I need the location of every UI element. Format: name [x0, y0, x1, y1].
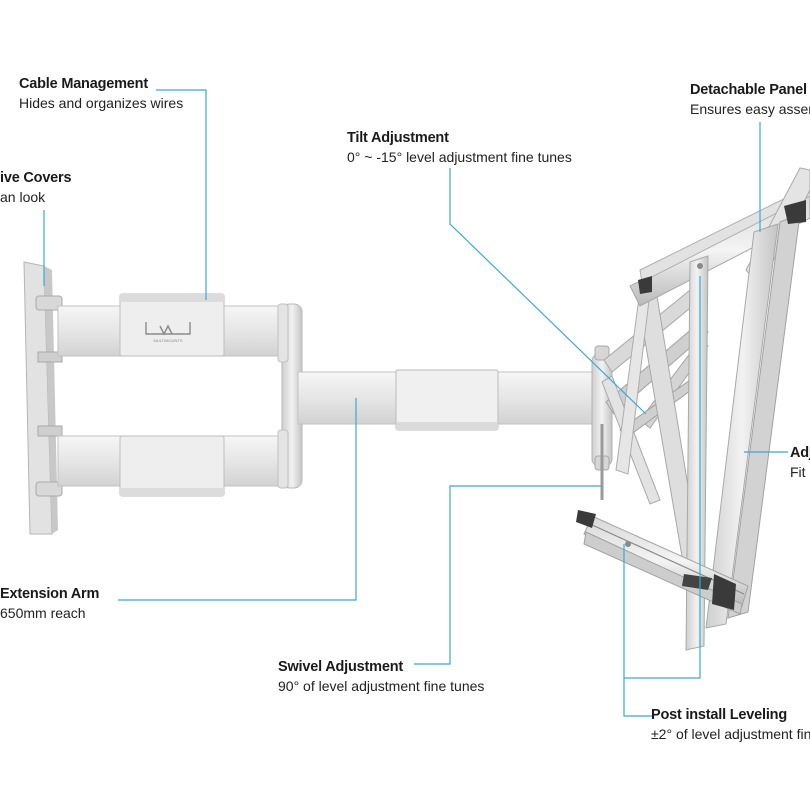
tilt-head	[601, 289, 709, 569]
leader-tilt-adjustment	[449, 168, 647, 415]
callout-desc: Fit	[790, 464, 806, 480]
callout-extension-arm: Extension Arm 650mm reach	[0, 585, 99, 623]
callout-title: Cable Management	[19, 76, 148, 92]
leader-post-install-leveling-2	[624, 276, 701, 679]
callout-post-install-leveling: Post install Leveling ±2° of level adjus…	[651, 706, 810, 744]
lower-arm	[57, 435, 291, 497]
callout-cable-management: Cable Management Hides and organizes wir…	[19, 75, 183, 113]
callout-title: Post install Leveling	[651, 707, 787, 723]
callout-desc: 650mm reach	[0, 605, 86, 621]
elbow-joint	[277, 303, 303, 489]
brand-logo: MULTIMOUNTS	[145, 322, 191, 343]
leader-swivel-adjustment	[414, 485, 602, 665]
leader-lines	[43, 89, 788, 717]
tv-bracket-frame	[576, 167, 810, 651]
logo-subtext: MULTIMOUNTS	[153, 338, 182, 343]
callout-decorative-covers: ive Covers an look	[0, 169, 72, 207]
callout-title: Tilt Adjustment	[347, 130, 449, 146]
callout-title: Adj	[790, 445, 810, 461]
callout-desc: Hides and organizes wires	[19, 95, 184, 111]
callout-detachable-panel: Detachable Panel Ensures easy assem	[690, 81, 810, 119]
callout-desc: an look	[0, 189, 46, 205]
extension-arm-body	[297, 345, 613, 500]
leader-post-install-leveling	[623, 544, 654, 717]
leader-cable-management	[156, 89, 207, 300]
callout-desc: 0° ~ -15° level adjustment fine tunes	[347, 149, 572, 165]
wall-plate	[23, 261, 63, 535]
callout-title: Swivel Adjustment	[278, 659, 403, 675]
callout-adjustable: Adj Fit	[790, 444, 810, 482]
callout-desc: ±2° of level adjustment fin	[651, 726, 810, 742]
callout-tilt-adjustment: Tilt Adjustment 0° ~ -15° level adjustme…	[347, 129, 572, 167]
callout-title: Extension Arm	[0, 586, 100, 602]
callout-swivel-adjustment: Swivel Adjustment 90° of level adjustmen…	[278, 658, 484, 696]
callout-desc: 90° of level adjustment fine tunes	[278, 678, 485, 694]
callout-title: ive Covers	[0, 170, 72, 186]
callout-title: Detachable Panel	[690, 82, 807, 98]
upper-arm: MULTIMOUNTS	[57, 293, 291, 357]
callout-desc: Ensures easy assem	[690, 101, 810, 117]
leader-extension-arm	[118, 398, 357, 601]
